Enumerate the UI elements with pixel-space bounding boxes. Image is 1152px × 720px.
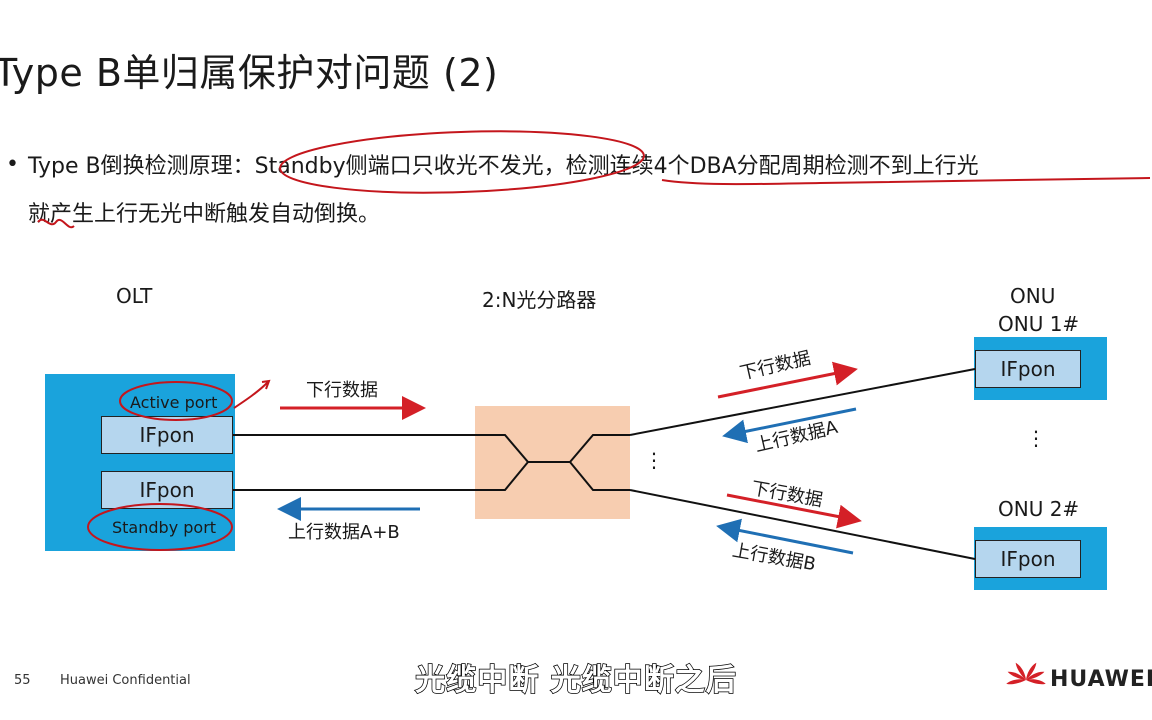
- annotation-circle-standby-port: [87, 503, 233, 551]
- olt-box: [45, 374, 235, 551]
- standby-port-label: Standby port: [112, 518, 217, 537]
- confidential-label: Huawei Confidential: [60, 673, 191, 688]
- onu2-ifpon: IFpon: [975, 540, 1081, 578]
- annotation-circle-active-port: [119, 381, 233, 421]
- bullet-dot: •: [6, 152, 19, 177]
- bullet-text-line2: 就产生上行无光中断触发自动倒换。: [28, 202, 381, 227]
- slide-title: Type B单归属保护对问题 (2): [0, 51, 499, 95]
- page-number: 55: [14, 673, 31, 688]
- olt-label: OLT: [116, 284, 153, 308]
- onu-label: ONU: [1010, 284, 1056, 308]
- onu1-label: ONU 1#: [998, 312, 1080, 336]
- annotation-squiggle: [37, 218, 75, 229]
- video-subtitle: 光缆中断 光缆中断之后: [415, 662, 737, 699]
- olt-ifpon-standby: IFpon: [101, 471, 233, 509]
- ellipsis-dots-splitter: ⋮: [644, 448, 664, 472]
- downstream-label-olt: 下行数据: [306, 380, 378, 401]
- onu2-label: ONU 2#: [998, 497, 1080, 521]
- downstream-arrow-onu1: [717, 361, 858, 399]
- ellipsis-dots-onu: ⋮: [1026, 426, 1046, 450]
- downstream-arrow-onu2: [726, 493, 862, 529]
- splitter-label: 2:N光分路器: [482, 288, 597, 312]
- annotation-underline-detect: [661, 177, 1151, 186]
- fiber-line-onu1: [629, 368, 976, 436]
- huawei-logo-icon: [1006, 662, 1046, 685]
- upstream-arrow-onu1: [722, 407, 857, 444]
- fiber-line-onu2: [629, 489, 976, 560]
- annotation-circle-standby-text: [279, 130, 645, 194]
- splitter-inner-lines: [475, 434, 630, 491]
- upstream-arrow-onu2: [716, 518, 854, 555]
- onu1-ifpon: IFpon: [975, 350, 1081, 388]
- upstream-ab-label: 上行数据A+B: [288, 522, 400, 543]
- annotation-arrow-active-port: [233, 379, 271, 409]
- bullet-text-line1: Type B倒换检测原理：Standby侧端口只收光不发光，检测连续4个DBA分…: [28, 154, 979, 179]
- olt-ifpon-active: IFpon: [101, 416, 233, 454]
- active-port-label: Active port: [130, 393, 218, 412]
- huawei-brand-text: HUAWEI: [1050, 667, 1152, 692]
